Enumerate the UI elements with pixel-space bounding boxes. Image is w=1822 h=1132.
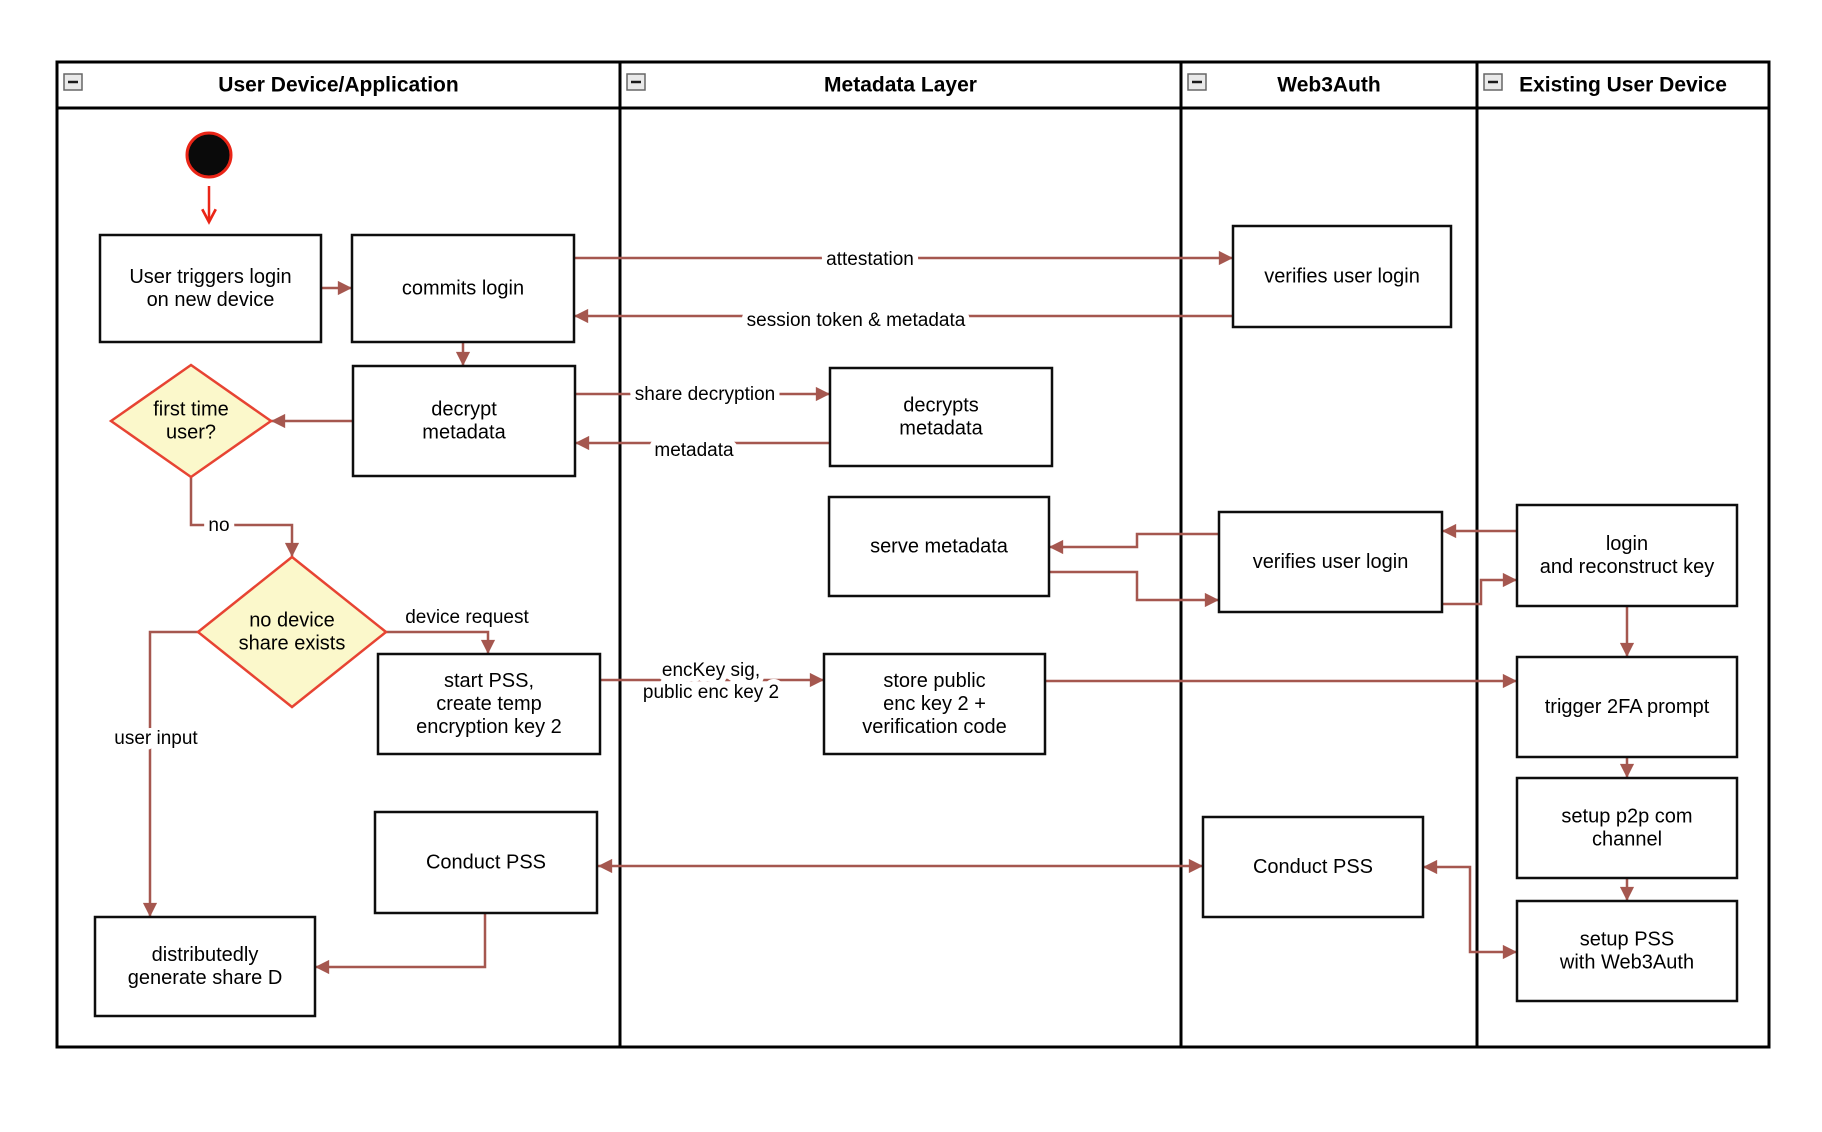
edge-label-share-decryption: share decryption — [635, 384, 775, 405]
activity-box — [828, 366, 1054, 468]
node-conduct-pss-user-device[interactable]: Conduct PSS — [373, 810, 599, 915]
node-commits-login[interactable]: commits login — [350, 233, 576, 344]
edge-user-input — [142, 630, 198, 917]
decision-diamond — [195, 555, 389, 709]
node-verifies-user-login-2[interactable]: verifies user login — [1217, 510, 1444, 614]
lane-title-web3auth: Web3Auth — [1277, 74, 1380, 97]
activity-box — [1515, 776, 1739, 880]
lane-title-user-device-application: User Device/Application — [218, 74, 458, 97]
minus-icon[interactable] — [63, 73, 83, 91]
activity-box — [827, 495, 1051, 598]
activity-box — [1515, 503, 1739, 608]
activity-box — [822, 652, 1047, 756]
node-label-trigger-2fa-prompt: trigger 2FA prompt — [1545, 696, 1710, 718]
edge-device-request — [386, 630, 496, 654]
minus-icon[interactable] — [626, 73, 646, 91]
edges-layer — [142, 186, 1635, 975]
activity-box — [1217, 510, 1444, 614]
edge-no-branch — [189, 477, 300, 557]
edge-verifies2-to-serve — [1049, 532, 1219, 555]
lane-header-existing-user-device: Existing User Device — [1483, 73, 1727, 97]
node-label-serve-metadata: serve metadata — [870, 536, 1009, 558]
node-verifies-user-login-1[interactable]: verifies user login — [1231, 224, 1453, 329]
node-label-conduct-pss-user-device: Conduct PSS — [426, 852, 546, 874]
edge-setup-pss-conduct-sync — [1423, 859, 1517, 960]
activity-box — [351, 364, 577, 478]
activity-box — [93, 915, 317, 1018]
edge-conduct-to-generate-share — [315, 913, 487, 975]
lane-title-metadata-layer: Metadata Layer — [824, 74, 977, 97]
node-conduct-pss-web3auth[interactable]: Conduct PSS — [1201, 815, 1425, 919]
edge-label-metadata-return: metadata — [654, 440, 734, 461]
edge-label-user-input: user input — [114, 728, 198, 749]
activity-box — [1201, 815, 1425, 919]
edge-verifies2-to-login — [1442, 572, 1517, 606]
activity-box — [373, 810, 599, 915]
activity-box — [1515, 655, 1739, 759]
swimlane-frame: User Device/Application Metadata Layer Web… — [55, 60, 1771, 1049]
edge-label-device-request: device request — [405, 607, 529, 628]
minus-icon[interactable] — [1187, 73, 1207, 91]
lane-title-existing-user-device: Existing User Device — [1519, 74, 1727, 97]
node-label-conduct-pss-web3auth: Conduct PSS — [1253, 856, 1373, 878]
decision-diamond — [108, 363, 274, 479]
lane-header-metadata-layer: Metadata Layer — [626, 73, 977, 97]
activity-box — [98, 233, 323, 344]
activity-box — [376, 652, 602, 756]
activity-box — [350, 233, 576, 344]
node-trigger-2fa-prompt[interactable]: trigger 2FA prompt — [1515, 655, 1739, 759]
activity-box — [1231, 224, 1453, 329]
edge-label-no-branch: no — [208, 515, 229, 536]
start-node[interactable] — [185, 131, 233, 179]
node-label-commits-login: commits login — [402, 278, 524, 300]
edge-label-session-token-metadata: session token & metadata — [747, 310, 966, 331]
node-label-verifies-user-login-2: verifies user login — [1253, 551, 1409, 573]
lane-header-web3auth: Web3Auth — [1187, 73, 1381, 97]
node-serve-metadata[interactable]: serve metadata — [827, 495, 1051, 598]
edge-label-enckey-sig-public-key: encKey sig,public enc key 2 — [643, 660, 779, 703]
edge-label-attestation: attestation — [826, 249, 914, 270]
edge-serve-to-verifies2 — [1049, 570, 1219, 608]
node-label-verifies-user-login-1: verifies user login — [1264, 266, 1420, 288]
lane-header-user-device-application: User Device/Application — [63, 73, 459, 97]
minus-icon[interactable] — [1483, 73, 1503, 91]
activity-box — [1515, 899, 1739, 1003]
